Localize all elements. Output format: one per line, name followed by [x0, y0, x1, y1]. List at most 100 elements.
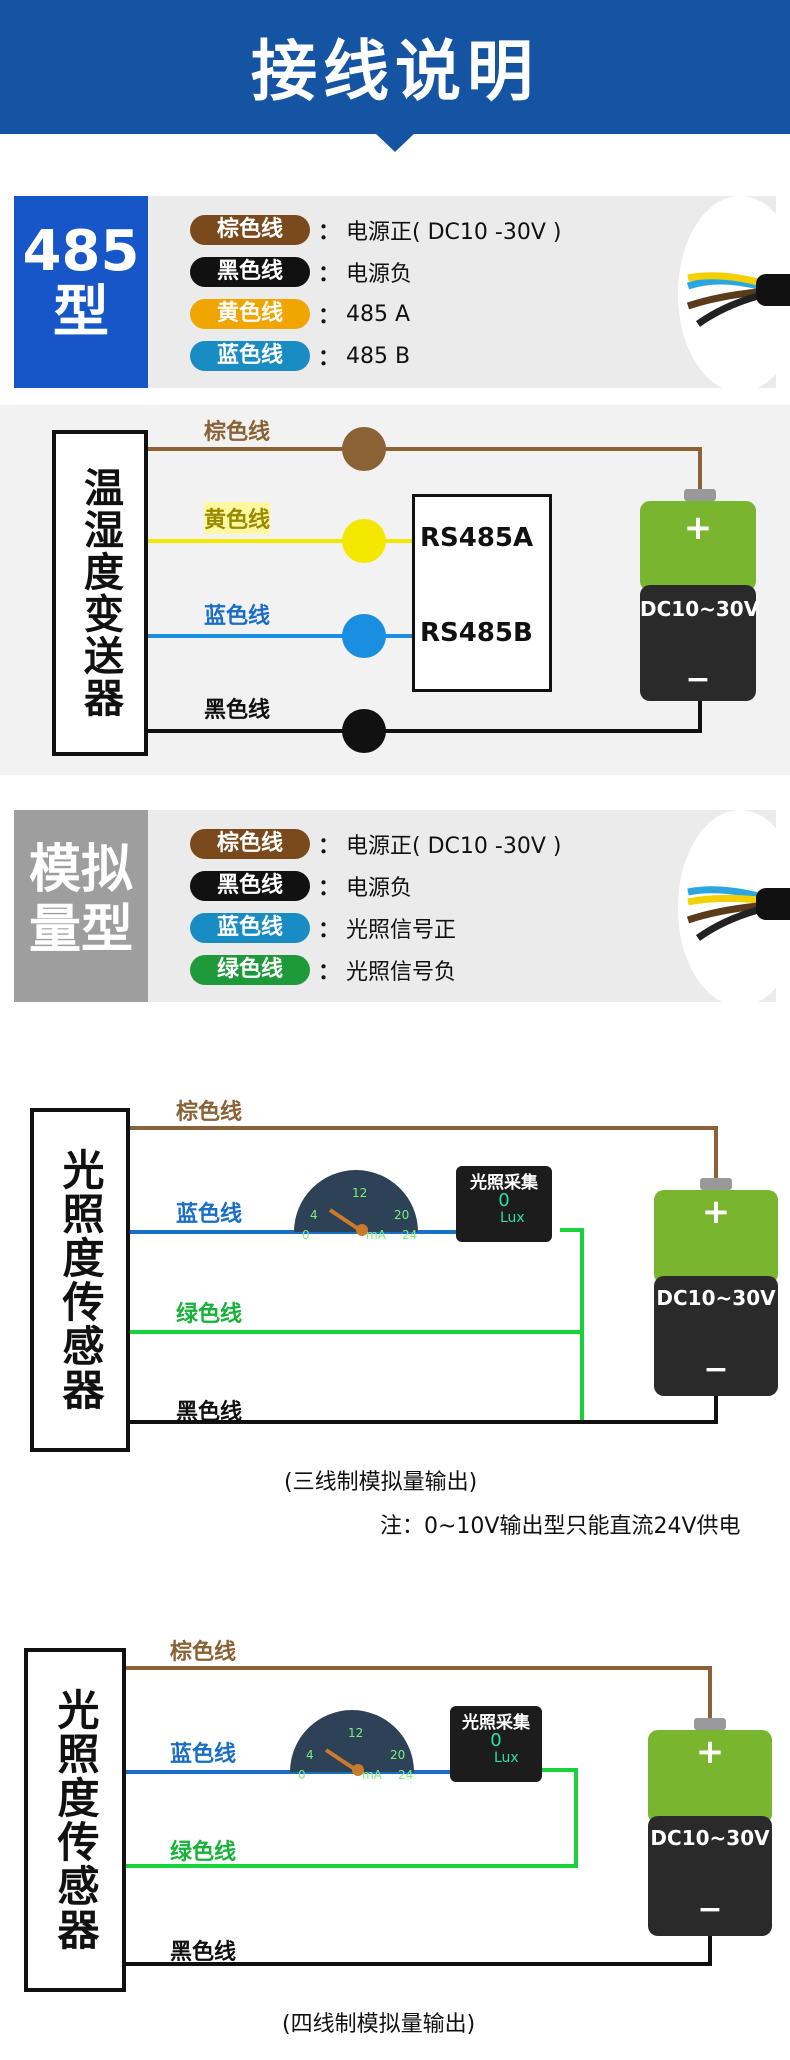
sensor-name: 温湿度变送器 — [77, 467, 123, 719]
wire-color-tag: 蓝色线 — [190, 341, 310, 371]
rs485-type-line1: 485 — [22, 219, 140, 284]
rs485-wiring-svg — [142, 427, 756, 753]
legend-colon: ： — [318, 876, 341, 901]
meter-unit: mA — [366, 1228, 386, 1242]
battery-top — [640, 501, 756, 591]
wire-description: 光照信号正 — [346, 918, 457, 943]
green-wire-a — [124, 1768, 578, 1868]
legend-row: 黄色线：485 A — [190, 298, 410, 330]
blue-terminal — [342, 614, 386, 658]
battery-bottom — [648, 1816, 772, 1936]
sensor-box: 光照度传感器 — [30, 1108, 130, 1452]
meter-dial — [290, 1710, 414, 1772]
yellow-wire-label: 黄色线 — [204, 502, 271, 534]
legend-colon: ： — [318, 834, 341, 859]
blue-wire-label: 蓝色线 — [204, 604, 271, 629]
wire-color-tag: 绿色线 — [190, 955, 310, 985]
collector-box — [450, 1706, 542, 1782]
meter-tick: 12 — [348, 1726, 364, 1740]
meter-tick: 24 — [398, 1768, 414, 1782]
green-wire-label: 绿色线 — [170, 1840, 237, 1865]
battery-top — [654, 1190, 778, 1284]
black-wire — [124, 1390, 718, 1424]
brown-wire-label: 棕色线 — [204, 420, 271, 445]
meter-needle — [328, 1208, 362, 1232]
meter-dial — [294, 1170, 418, 1232]
meter-tick: 12 — [352, 1186, 368, 1200]
legend-colon: ： — [318, 220, 341, 245]
battery-minus-icon: − — [703, 1352, 729, 1387]
battery-plus-icon: + — [695, 1732, 725, 1772]
battery-label: DC10~30V — [640, 597, 760, 621]
legend-row: 黑色线：电源负 — [190, 870, 412, 902]
legend-colon: ： — [318, 262, 341, 287]
meter-tick: 20 — [394, 1208, 410, 1222]
battery-cap — [700, 1178, 732, 1190]
legend-colon: ： — [318, 918, 341, 943]
battery-minus-icon: − — [697, 1892, 723, 1927]
wire-description: 485 B — [346, 343, 411, 369]
collector-unit: Lux — [500, 1210, 525, 1226]
legend-row: 棕色线 ：电源正( DC10 -30V ) — [190, 214, 561, 246]
wire-description: 485 A — [346, 301, 411, 327]
brown-wire-label: 棕色线 — [170, 1640, 237, 1665]
meter-needle — [324, 1748, 358, 1772]
brown-wire — [142, 447, 702, 489]
legend-row: 绿色线 ：光照信号负 — [190, 954, 456, 986]
sensor-name: 光照度传感器 — [51, 1688, 100, 1952]
legend-row: 黑色线 ：电源负 — [190, 256, 412, 288]
cable-photo — [678, 196, 790, 392]
caption-three-wire: (三线制模拟量输出) — [284, 1470, 478, 1495]
wire-color-tag: 棕色线 — [190, 215, 310, 245]
battery-cap — [684, 489, 716, 501]
cable-icon — [678, 810, 790, 1006]
analog-type-line2: 量型 — [28, 900, 133, 960]
legend-row: 蓝色线 ：光照信号正 — [190, 912, 456, 944]
battery-minus-icon: − — [685, 662, 711, 697]
rs485b-label: RS485B — [420, 618, 533, 648]
meter-tick: 0 — [298, 1768, 306, 1782]
battery-label: DC10~30V — [656, 1286, 776, 1310]
header-arrow-icon — [372, 130, 418, 152]
sensor-name: 光照度传感器 — [56, 1148, 105, 1412]
meter-tick: 4 — [306, 1748, 314, 1762]
wire-description: 光照信号负 — [346, 960, 457, 985]
collector-box — [456, 1166, 552, 1242]
brown-wire — [124, 1666, 712, 1718]
black-wire-label: 黑色线 — [204, 698, 271, 723]
black-terminal — [342, 709, 386, 753]
wire-description: 电源负 — [346, 262, 413, 287]
brown-wire — [124, 1126, 718, 1178]
legend-row: 蓝色线：485 B — [190, 340, 410, 372]
meter-unit: mA — [362, 1768, 382, 1782]
wire-description: 电源负 — [346, 876, 413, 901]
cable-photo-2 — [678, 810, 790, 1006]
collector-value: 0 — [490, 1730, 502, 1751]
black-wire — [142, 695, 702, 733]
rs485-type-line2: 型 — [53, 280, 109, 345]
legend-row: 棕色线 ：电源正( DC10 -30V ) — [190, 828, 561, 860]
wire-color-tag: 棕色线 — [190, 829, 310, 859]
wire-description: 电源正( DC10 -30V ) — [346, 834, 562, 859]
collector-value: 0 — [498, 1190, 510, 1211]
sensor-box: 光照度传感器 — [24, 1648, 126, 1992]
rs485-type-box: 485 型 — [14, 196, 148, 388]
brown-terminal — [342, 427, 386, 471]
analog3-wiring-svg — [124, 1126, 778, 1424]
analog4-wiring-svg — [124, 1666, 772, 1966]
collector-unit: Lux — [494, 1750, 519, 1766]
blue-wire-label: 蓝色线 — [170, 1742, 237, 1767]
wire-color-tag: 蓝色线 — [190, 913, 310, 943]
rs485-module — [412, 494, 552, 692]
caption-four-wire: (四线制模拟量输出) — [282, 2012, 476, 2037]
wire-color-tag: 黑色线 — [190, 257, 310, 287]
wire-description: 电源正( DC10 -30V ) — [346, 220, 562, 245]
header-banner — [0, 0, 790, 134]
battery-label: DC10~30V — [650, 1826, 770, 1850]
collector-title: 光照采集 — [462, 1713, 530, 1733]
brown-wire-label: 棕色线 — [176, 1100, 243, 1125]
legend-colon: ： — [318, 960, 341, 985]
battery-bottom — [640, 585, 756, 701]
collector-title: 光照采集 — [470, 1173, 538, 1193]
analog-type-box: 模拟 量型 — [14, 810, 148, 1002]
